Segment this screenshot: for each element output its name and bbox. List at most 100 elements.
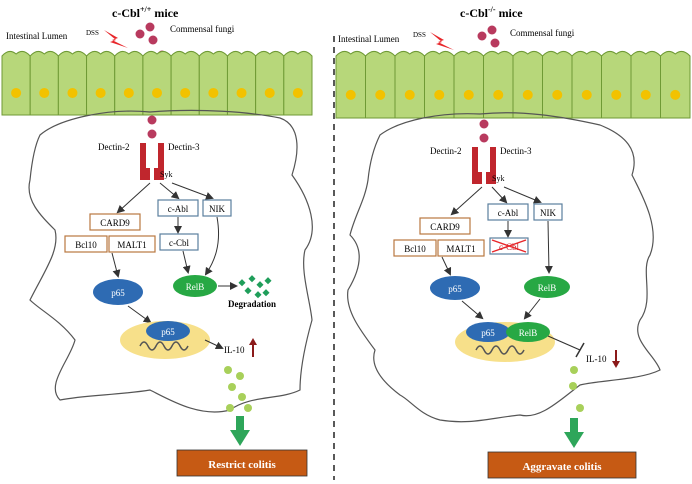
- right-ccbl-label: c-Cbl: [499, 242, 519, 252]
- right-fungi-icon: [477, 31, 487, 41]
- epithelial-cell: [483, 50, 514, 119]
- epithelial-nucleus-icon: [264, 87, 275, 98]
- right-il10-label: IL-10: [586, 354, 607, 364]
- right-p65-nuclear-shape: [466, 322, 510, 342]
- left-p65-shape: [93, 279, 143, 305]
- left-outcome-arrow-icon: [236, 416, 244, 432]
- left-fungi-icon: [135, 29, 145, 39]
- epithelial-nucleus-icon: [670, 89, 681, 100]
- epithelial-cell: [142, 50, 172, 116]
- left-dss-label: DSS: [86, 29, 99, 37]
- left-ligand-icon: [147, 115, 157, 125]
- right-dectin3-label: Dectin-3: [500, 146, 532, 156]
- epithelial-nucleus-icon: [434, 89, 445, 100]
- epithelial-nucleus-icon: [152, 87, 162, 98]
- left-cell-outline: [28, 109, 313, 413]
- epithelial-cell: [1, 50, 31, 116]
- right-epithelium: [335, 50, 691, 119]
- left-outcome-label: Restrict colitis: [208, 459, 276, 471]
- left-dectin3-icon: [154, 143, 164, 180]
- epithelial-cell: [86, 50, 116, 116]
- epithelial-nucleus-icon: [640, 89, 651, 100]
- epithelial-cell: [226, 50, 257, 116]
- left-p65-label: p65: [111, 288, 125, 298]
- epithelial-cell: [571, 50, 602, 119]
- right-nik-label: NIK: [540, 208, 556, 218]
- right-p65-shape: [430, 276, 480, 300]
- left-ligand-icon: [147, 129, 157, 139]
- right-lumen-label: Intestinal Lumen: [338, 34, 400, 44]
- right-bcl10-label: Bcl10: [404, 244, 426, 254]
- epithelial-nucleus-icon: [404, 89, 415, 100]
- right-outcome-label: Aggravate colitis: [522, 461, 602, 473]
- left-outcome-box: [176, 449, 308, 477]
- right-fungi-label: Commensal fungi: [510, 28, 575, 38]
- right-dna-icon: [475, 345, 525, 355]
- left-cabl-label: c-Abl: [168, 204, 189, 214]
- epithelial-nucleus-icon: [39, 87, 50, 98]
- right-relb-label: RelB: [538, 283, 557, 293]
- right-cell-outline: [347, 112, 661, 423]
- right-p65-nuclear-label: p65: [481, 328, 495, 338]
- epithelial-cell: [453, 50, 484, 119]
- epithelial-cell: [57, 50, 88, 116]
- right-relb-nuclear-shape: [506, 322, 550, 342]
- right-malt1-label: MALT1: [446, 244, 475, 254]
- epithelial-cell: [512, 50, 543, 119]
- left-title: c-Cbl+/+ mice: [112, 5, 179, 20]
- epithelial-cell: [424, 50, 455, 119]
- right-dss-label: DSS: [413, 31, 426, 39]
- epithelial-nucleus-icon: [11, 87, 22, 98]
- left-nik-label: NIK: [209, 204, 225, 214]
- right-il10-secretion-icon: [569, 366, 584, 412]
- left-p65-nuclear-shape: [146, 321, 190, 341]
- left-fungi-icon: [148, 35, 158, 45]
- right-card9-label: CARD9: [430, 222, 460, 232]
- right-malt1-box: [437, 239, 485, 257]
- epithelial-nucleus-icon: [375, 89, 386, 100]
- epithelial-cell: [29, 50, 59, 116]
- left-degradation-label: Degradation: [228, 299, 276, 309]
- epithelial-nucleus-icon: [123, 87, 134, 98]
- epithelial-nucleus-icon: [611, 89, 622, 100]
- right-card9-box: [419, 217, 471, 235]
- right-relb-shape: [524, 276, 570, 298]
- left-card9-label: CARD9: [100, 218, 130, 228]
- left-dectin2-icon: [140, 143, 150, 180]
- right-nik-box: [533, 203, 563, 221]
- right-fungi-icon: [490, 38, 500, 48]
- left-cabl-box: [157, 199, 199, 217]
- left-il10-label: IL-10: [224, 345, 245, 355]
- right-dectin3-icon: [486, 147, 496, 184]
- right-ligand-icon: [479, 133, 489, 143]
- left-bcl10-label: Bcl10: [75, 240, 97, 250]
- right-syk-label: Syk: [492, 174, 504, 183]
- epithelial-nucleus-icon: [552, 89, 563, 100]
- epithelial-cell: [255, 50, 285, 116]
- left-dss-bolt-icon: [104, 30, 128, 48]
- epithelial-nucleus-icon: [180, 87, 191, 98]
- left-bcl10-box: [64, 235, 108, 253]
- left-ccbl-label: c-Cbl: [169, 238, 189, 248]
- epithelial-cell: [394, 50, 425, 119]
- left-card9-box: [89, 213, 141, 231]
- epithelial-nucleus-icon: [236, 87, 247, 98]
- right-bcl10-box: [393, 239, 437, 257]
- epithelial-nucleus-icon: [292, 87, 303, 98]
- epithelial-cell: [335, 50, 366, 119]
- epithelial-cell: [283, 50, 313, 116]
- right-panel: c-Cbl-/- mice Intestinal Lumen DSS Comme…: [335, 5, 691, 479]
- left-malt1-label: MALT1: [117, 240, 146, 250]
- epithelial-cell: [542, 50, 573, 119]
- right-fungi-icon: [487, 25, 497, 35]
- epithelial-cell: [114, 50, 144, 116]
- epithelial-nucleus-icon: [345, 89, 356, 100]
- epithelial-cell: [198, 50, 228, 116]
- left-dectin3-label: Dectin-3: [168, 142, 200, 152]
- right-outcome-arrow-icon: [570, 418, 578, 434]
- left-p65-nuclear-label: p65: [161, 327, 175, 337]
- left-relb-shape: [173, 275, 217, 297]
- right-relb-nuclear-label: RelB: [519, 328, 538, 338]
- epithelial-cell: [170, 50, 200, 116]
